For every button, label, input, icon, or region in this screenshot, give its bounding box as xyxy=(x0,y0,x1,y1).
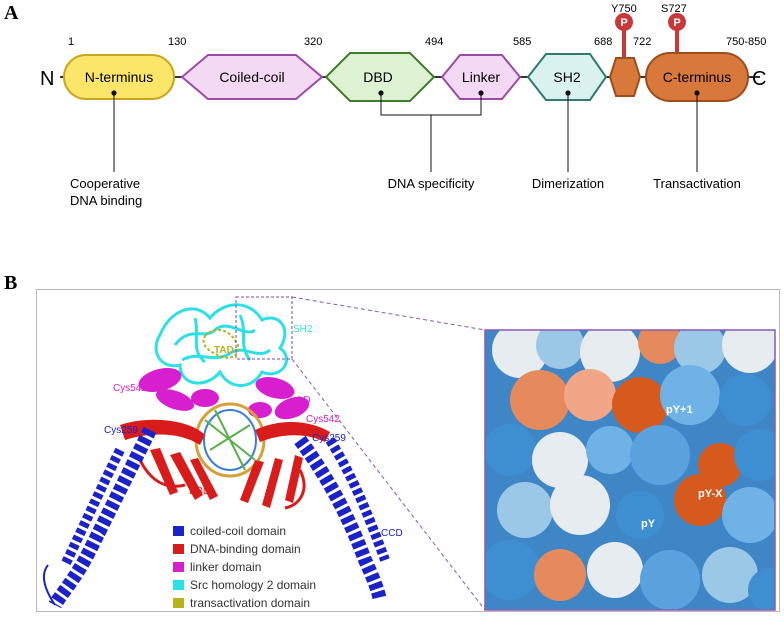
label-sh2: SH2 xyxy=(293,324,313,335)
zoom-guide-top xyxy=(292,297,485,330)
label-ccd: CCD xyxy=(381,528,403,539)
linker-ribbon xyxy=(136,364,312,424)
legend-label-linker: linker domain xyxy=(190,560,261,574)
surface-label-py-plus1: pY+1 xyxy=(666,404,693,416)
legend-label-transactivation: transactivation domain xyxy=(190,596,310,610)
legend-swatch-coiled-coil xyxy=(173,526,184,536)
protein-ribbon-structure: SH2 TAD LD Cys542 Cys542 Cys259 Cys259 D… xyxy=(44,297,485,610)
label-cys259-right: Cys259 xyxy=(312,433,346,444)
legend-label-sh2: Src homology 2 domain xyxy=(190,578,316,592)
legend-swatch-dna-binding xyxy=(173,544,184,554)
surface-label-py: pY xyxy=(641,518,656,530)
label-cys542-left: Cys542 xyxy=(113,383,147,394)
domain-legend: coiled-coil domain DNA-binding domain li… xyxy=(173,524,316,610)
coiled-coil-ribbon-right xyxy=(300,440,385,600)
legend-label-dna-binding: DNA-binding domain xyxy=(190,542,301,556)
legend-swatch-transactivation xyxy=(173,598,184,608)
label-cys542-right: Cys542 xyxy=(306,414,340,425)
coiled-coil-ribbon-left xyxy=(44,430,150,605)
label-tad: TAD xyxy=(214,345,234,356)
surface-blobs xyxy=(480,317,784,612)
legend-swatch-sh2 xyxy=(173,580,184,590)
label-ld: LD xyxy=(298,395,311,406)
label-cys259-left: Cys259 xyxy=(104,425,138,436)
sh2-surface-zoom: pY+1 pY-X pY xyxy=(480,317,784,612)
zoom-guide-bottom xyxy=(292,359,485,610)
surface-label-py-x: pY-X xyxy=(698,488,723,500)
legend-swatch-linker xyxy=(173,562,184,572)
legend-label-coiled-coil: coiled-coil domain xyxy=(190,524,286,538)
label-dbd: DBD xyxy=(189,486,210,497)
